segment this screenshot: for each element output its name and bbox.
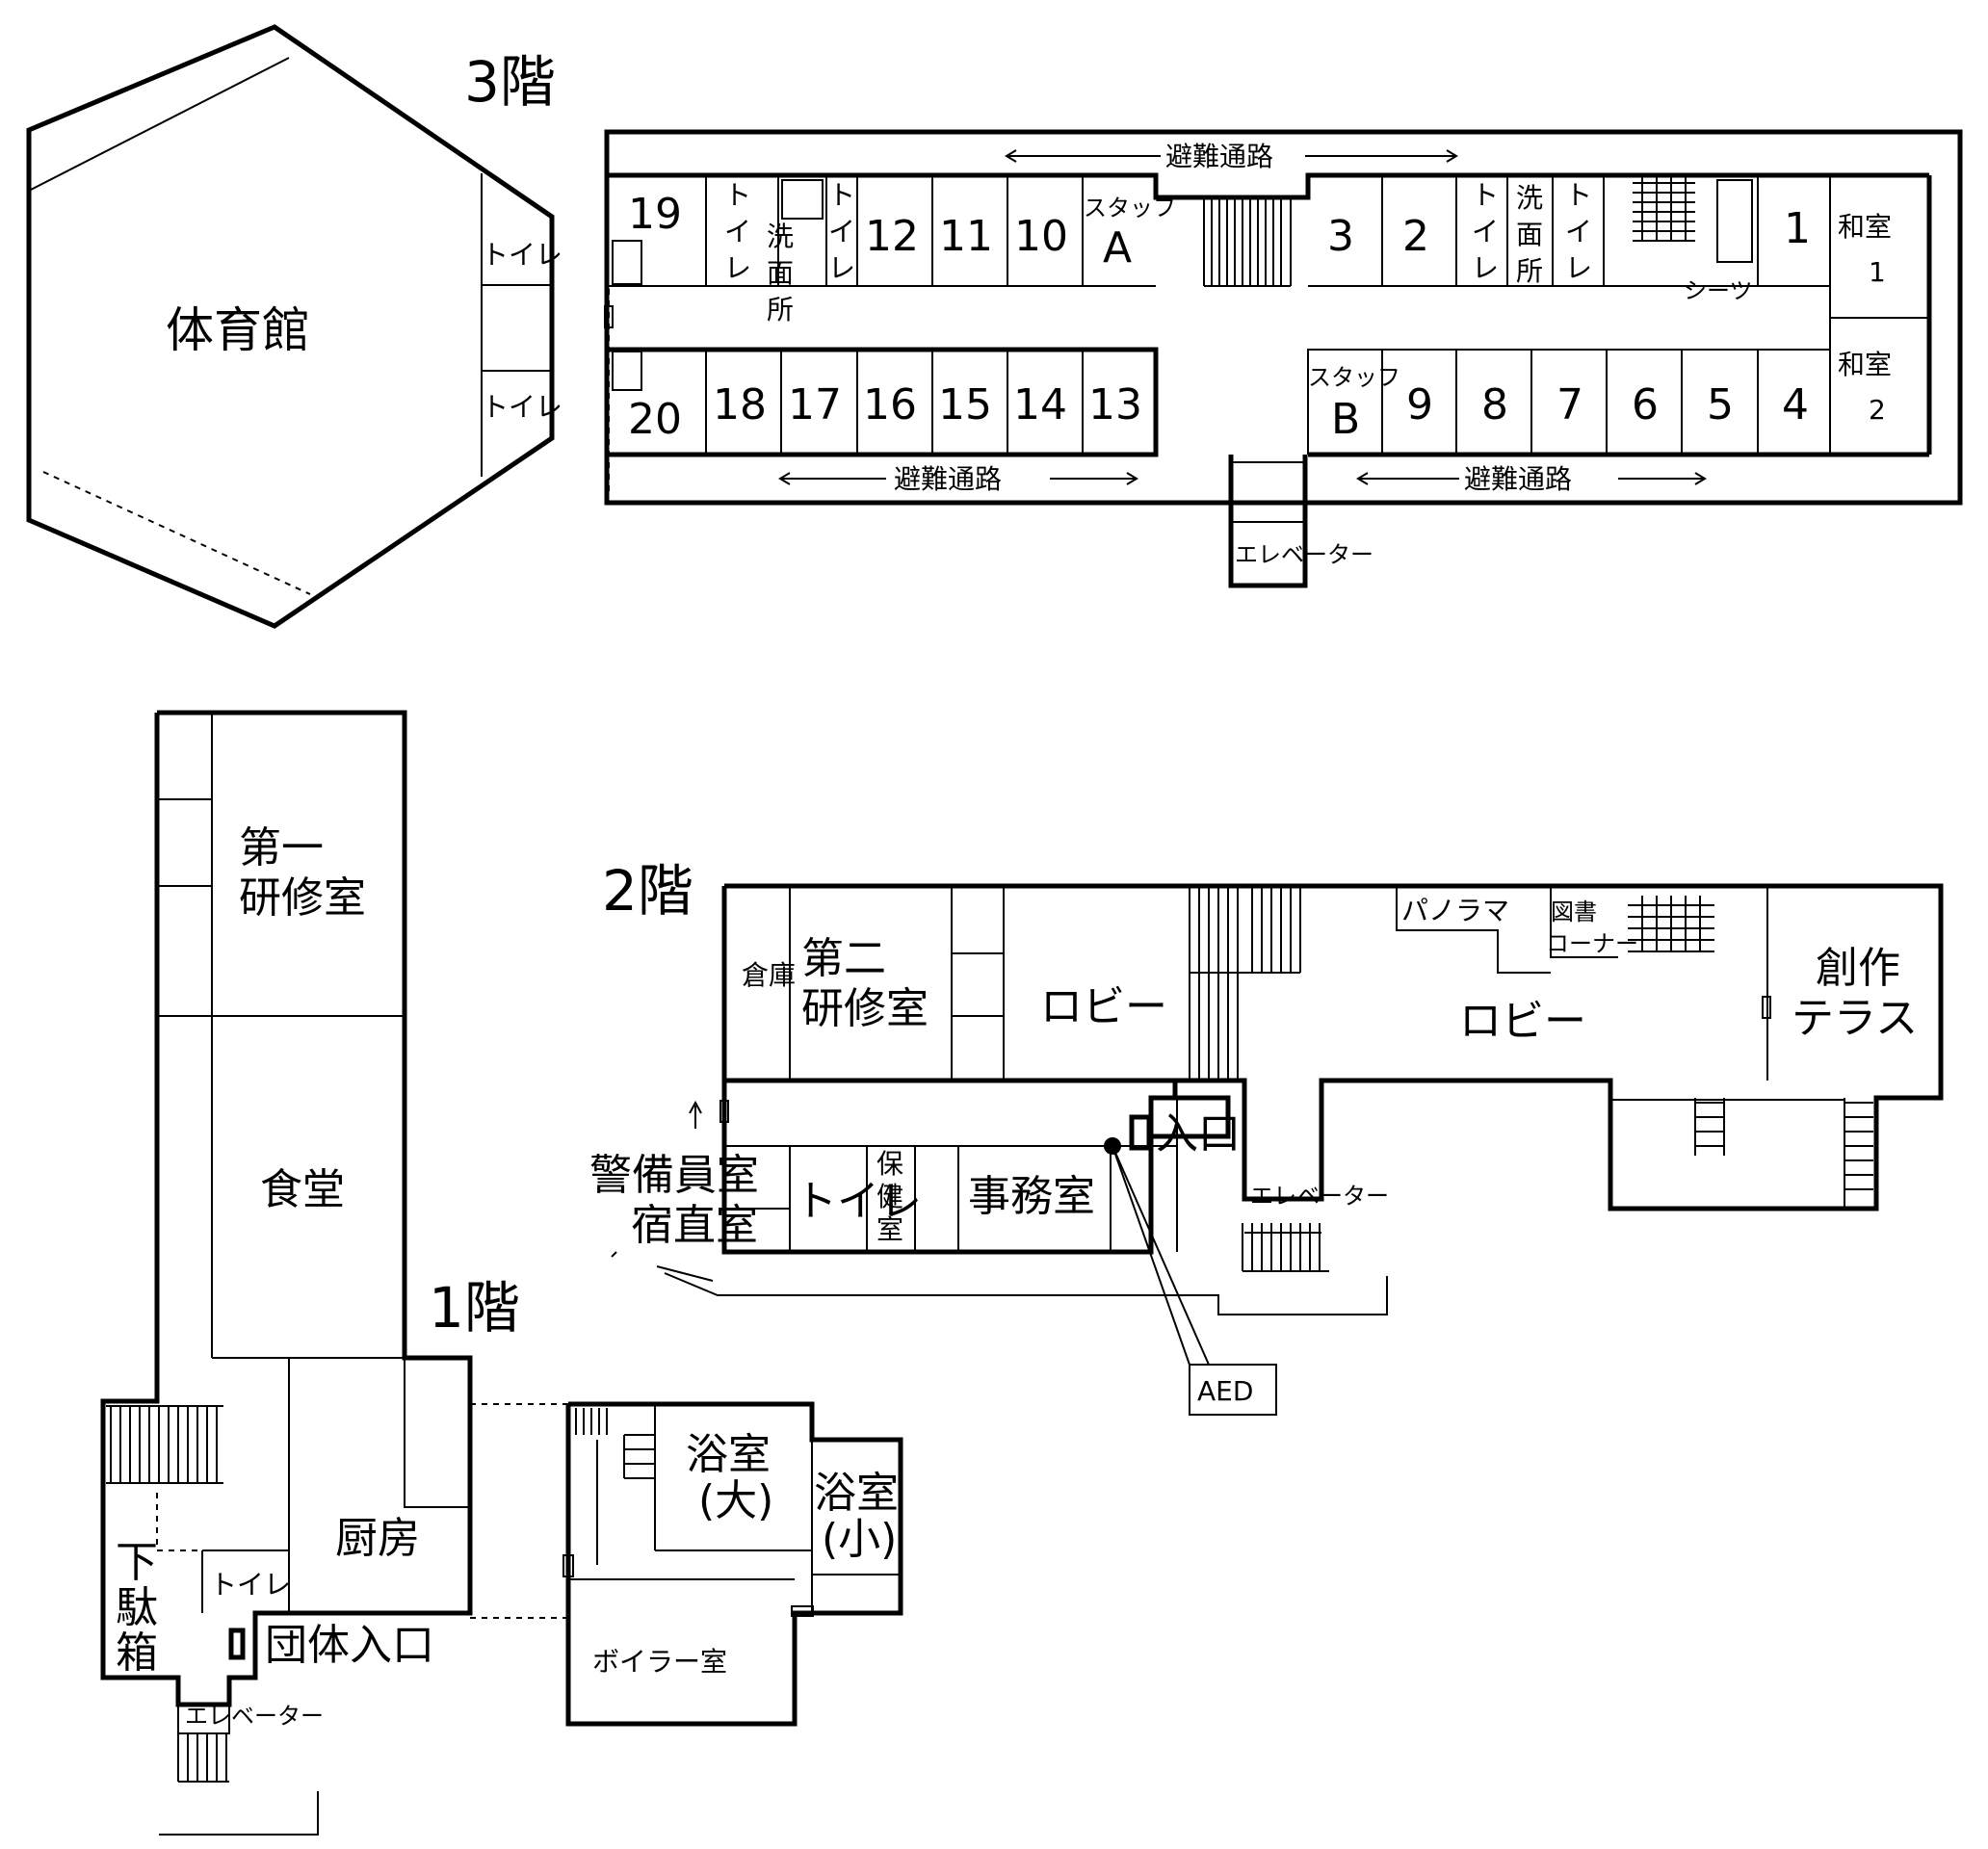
- library-line1: 図書: [1551, 898, 1597, 925]
- health-room-label: 保: [876, 1148, 903, 1180]
- room-10-label: 10: [1014, 212, 1068, 261]
- floor-3-outline: [604, 129, 1963, 506]
- bath-small-line2: (小): [822, 1515, 897, 1564]
- japanese-room-2-label: 和室: [1838, 349, 1892, 380]
- svg-text:1: 1: [1869, 256, 1886, 288]
- boiler-room-label: ボイラー室: [592, 1646, 727, 1678]
- svg-text:レ: レ: [724, 252, 751, 284]
- room-14-label: 14: [1013, 380, 1067, 430]
- room-20-label: 20: [628, 395, 682, 444]
- floor-2: 2階: [589, 858, 1944, 1416]
- room-6-label: 6: [1632, 380, 1659, 430]
- evac-route-bottom-right: 避難通路: [1464, 463, 1572, 495]
- svg-text:イ: イ: [1472, 216, 1499, 247]
- training-room-2-line1: 第二: [801, 934, 886, 983]
- staff-b-letter: B: [1331, 395, 1360, 444]
- floor-2-title: 2階: [602, 858, 693, 924]
- svg-text:レ: レ: [1565, 252, 1592, 284]
- floor-2-toilet-label: トイレ: [795, 1177, 922, 1226]
- office-label: 事務室: [968, 1172, 1095, 1221]
- toilet-right-t: ト: [1472, 179, 1499, 211]
- svg-text:面: 面: [1516, 219, 1543, 250]
- japanese-room-1-label: 和室: [1838, 211, 1892, 243]
- svg-text:イ: イ: [828, 216, 855, 247]
- floor-3-title: 3階: [464, 49, 556, 115]
- bath-large-line1: 浴室: [686, 1430, 771, 1479]
- staff-b-label: スタッフ: [1308, 364, 1400, 391]
- room-16-label: 16: [863, 380, 917, 430]
- creative-terrace-line2: テラス: [1792, 994, 1918, 1043]
- gym-toilet-2-label: トイレ: [482, 391, 562, 423]
- gym-outline: [26, 24, 555, 629]
- shoe-box-label: 下: [116, 1538, 158, 1587]
- room-15-label: 15: [938, 380, 992, 430]
- floor-1-toilet-label: トイレ: [210, 1569, 291, 1601]
- room-8-label: 8: [1481, 380, 1508, 430]
- gym-label: 体育館: [166, 302, 310, 358]
- training-room-1-line2: 研修室: [239, 873, 366, 923]
- training-room-2-line2: 研修室: [801, 984, 929, 1033]
- group-entrance-label: 団体入口: [265, 1621, 434, 1670]
- training-room-1-line1: 第一: [239, 823, 324, 872]
- staff-a-label: スタッフ: [1084, 195, 1176, 221]
- svg-text:駄: 駄: [116, 1583, 158, 1632]
- svg-text:イ: イ: [724, 216, 751, 247]
- floor-3: 3階 体育館 トイレ トイレ: [26, 24, 1963, 629]
- room-5-label: 5: [1707, 380, 1734, 430]
- room-11-label: 11: [939, 212, 993, 261]
- evac-route-top: 避難通路: [1165, 141, 1273, 172]
- toilet-left2-t: ト: [828, 179, 855, 211]
- room-19-label: 19: [628, 190, 682, 239]
- bath-large-line2: (大): [698, 1476, 773, 1525]
- library-line2: コーナー: [1546, 930, 1638, 957]
- room-1-label: 1: [1784, 204, 1811, 253]
- room-18-label: 18: [713, 380, 767, 430]
- aed-label: AED: [1197, 1375, 1253, 1407]
- floor-1: 1階: [100, 710, 903, 1836]
- creative-terrace-line1: 創作: [1816, 944, 1900, 993]
- entrance-label: 入口: [1156, 1109, 1241, 1159]
- washroom-left: 洗: [767, 221, 794, 252]
- guard-room-label: 警備員室: [589, 1151, 759, 1200]
- room-17-label: 17: [788, 380, 842, 430]
- lobby-2-label: ロビー: [1459, 997, 1586, 1046]
- floor-1-elevator-label: エレベーター: [185, 1703, 324, 1730]
- sheets-label: シーツ: [1684, 277, 1753, 304]
- svg-text:2: 2: [1869, 394, 1886, 426]
- svg-text:室: 室: [876, 1213, 903, 1245]
- room-7-label: 7: [1556, 380, 1583, 430]
- staff-a-letter: A: [1103, 223, 1132, 273]
- room-3-label: 3: [1327, 212, 1354, 261]
- panorama-label: パノラマ: [1401, 895, 1509, 926]
- svg-text:所: 所: [1516, 255, 1543, 287]
- floor-3-elevator-label: エレベーター: [1235, 541, 1373, 568]
- svg-text:箱: 箱: [116, 1628, 158, 1678]
- washroom-right: 洗: [1516, 182, 1543, 214]
- svg-text:レ: レ: [1472, 252, 1499, 284]
- svg-text:面: 面: [767, 257, 794, 289]
- svg-text:レ: レ: [828, 252, 855, 284]
- floor-2-elevator-label: エレベーター: [1250, 1183, 1389, 1210]
- svg-text:健: 健: [876, 1181, 903, 1212]
- kitchen-label: 厨房: [335, 1514, 420, 1563]
- room-12-label: 12: [865, 212, 919, 261]
- storage-label-1: 倉庫: [742, 959, 796, 991]
- night-duty-room-label: 宿直室: [631, 1201, 758, 1250]
- dining-label: 食堂: [260, 1165, 345, 1214]
- room-9-label: 9: [1406, 380, 1433, 430]
- bath-small-line1: 浴室: [814, 1469, 899, 1518]
- lobby-1-label: ロビー: [1040, 982, 1167, 1031]
- room-4-label: 4: [1782, 380, 1809, 430]
- gym-toilet-1-label: トイレ: [482, 239, 562, 271]
- svg-text:イ: イ: [1565, 216, 1592, 247]
- floor-1-title: 1階: [429, 1275, 520, 1341]
- toilet-left-t: ト: [724, 179, 751, 211]
- toilet-right2-t: ト: [1565, 179, 1592, 211]
- evac-route-bottom-left: 避難通路: [894, 463, 1002, 495]
- room-2-label: 2: [1402, 212, 1429, 261]
- room-13-label: 13: [1088, 380, 1142, 430]
- svg-text:所: 所: [767, 294, 794, 326]
- aed-box: [1189, 1364, 1277, 1416]
